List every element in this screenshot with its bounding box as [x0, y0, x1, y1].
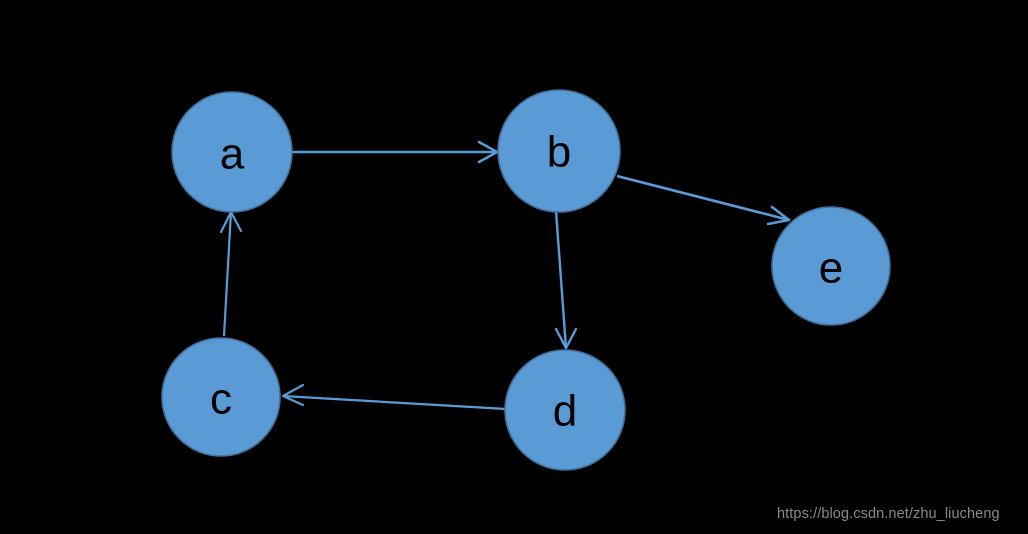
edge-c-to-a-line [222, 211, 233, 337]
node-c[interactable]: c [161, 337, 281, 457]
node-a[interactable]: a [171, 91, 293, 213]
edge-b-to-e-line [616, 174, 790, 222]
edge-b-to-d[interactable] [554, 210, 578, 350]
node-b-circle [497, 89, 621, 213]
edge-b-to-e[interactable] [616, 174, 791, 226]
node-e[interactable]: e [771, 206, 891, 326]
edge-b-to-d-line [554, 210, 568, 349]
node-b[interactable]: b [497, 89, 621, 213]
node-a-circle [171, 91, 293, 213]
edge-a-to-b[interactable] [292, 140, 499, 164]
node-e-circle [771, 206, 891, 326]
node-d-circle [504, 349, 626, 471]
watermark-text: https://blog.csdn.net/zhu_liucheng [777, 506, 1000, 522]
edge-d-to-c-arrowhead [281, 383, 305, 407]
node-group: a b c d e [161, 89, 891, 471]
edge-a-to-b-arrowhead [477, 140, 499, 164]
edge-d-to-c[interactable] [281, 383, 507, 411]
edge-d-to-c-line [282, 394, 507, 411]
edge-group [219, 140, 791, 411]
edge-c-to-a[interactable] [219, 210, 243, 337]
node-c-circle [161, 337, 281, 457]
edge-b-to-d-arrowhead [554, 327, 578, 350]
node-d[interactable]: d [504, 349, 626, 471]
edge-b-to-e-arrowhead [766, 205, 791, 226]
